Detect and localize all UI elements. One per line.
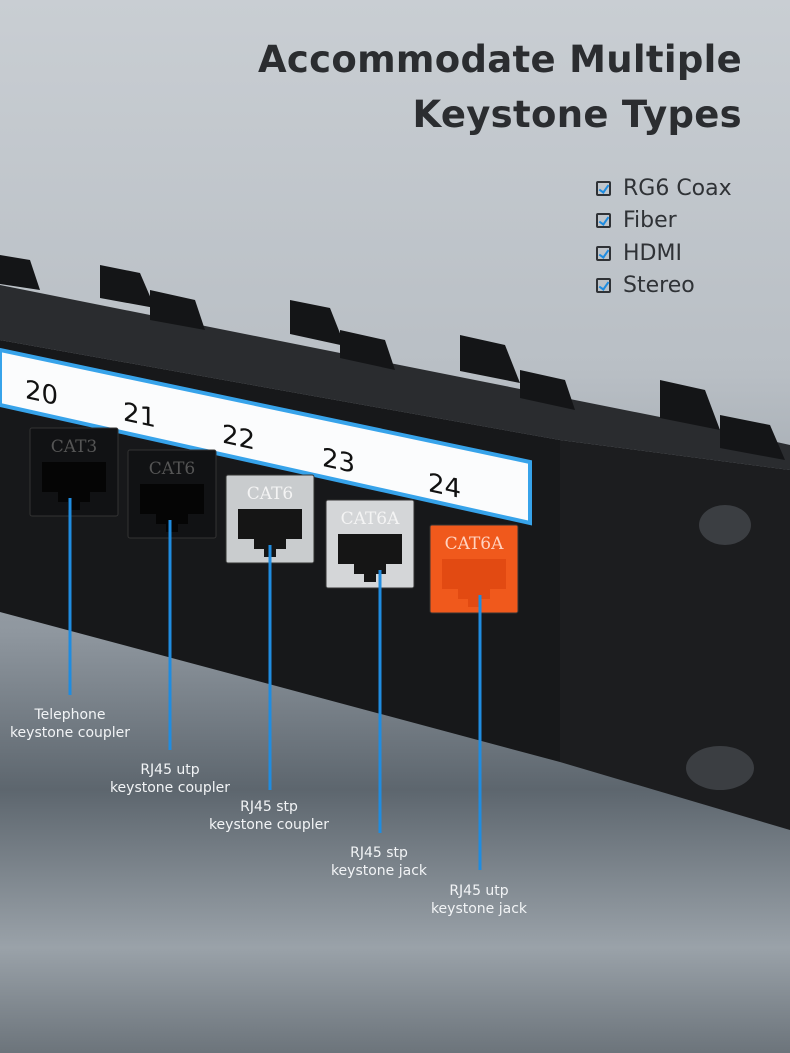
- feature-item: Fiber: [596, 205, 732, 238]
- headline-line-2: Keystone Types: [412, 93, 742, 136]
- callout-rj45-utp-jack: RJ45 utp keystone jack: [389, 882, 569, 918]
- callout-line: RJ45 utp: [449, 883, 509, 899]
- port-number: 21: [123, 398, 156, 435]
- callout-rj45-stp-coupler: RJ45 stp keystone coupler: [179, 798, 359, 834]
- feature-item: HDMI: [596, 237, 732, 270]
- callout-telephone-coupler: Telephone keystone coupler: [0, 706, 160, 742]
- keystone-label: CAT6: [149, 459, 196, 479]
- keystone-label: CAT6A: [445, 534, 505, 554]
- keystone-label: CAT6: [247, 484, 294, 504]
- callout-line: RJ45 stp: [350, 845, 408, 861]
- mount-hole: [686, 746, 754, 790]
- port-number: 20: [25, 375, 58, 412]
- rj45-jack-icon: [140, 484, 204, 532]
- headline-line-1: Accommodate Multiple: [257, 38, 742, 81]
- headline: Accommodate Multiple Keystone Types: [258, 32, 742, 142]
- port-number: 24: [428, 468, 461, 505]
- label-strip: [0, 347, 532, 526]
- callout-line: keystone jack: [330, 863, 428, 879]
- rj45-jack-icon: [442, 559, 506, 607]
- cable-clips: [0, 255, 785, 460]
- callout-line: keystone coupler: [109, 780, 231, 796]
- checkbox-checked-icon: [596, 245, 611, 261]
- feature-label: Stereo: [623, 273, 695, 299]
- port-number: 22: [222, 420, 255, 457]
- checkbox-checked-icon: [596, 278, 611, 294]
- rack-ear: [560, 440, 790, 830]
- feature-item: RG6 Coax: [596, 172, 732, 205]
- callout-line: Telephone: [34, 707, 106, 723]
- feature-label: RG6 Coax: [623, 175, 732, 201]
- feature-label: Fiber: [623, 208, 677, 234]
- port-number: 23: [322, 443, 355, 480]
- feature-label: HDMI: [623, 240, 682, 266]
- rj45-jack-icon: [238, 509, 302, 557]
- rj45-jack-icon: [338, 534, 402, 582]
- panel-top-face: [0, 285, 790, 470]
- feature-checklist: RG6 Coax Fiber HDMI Stereo: [596, 172, 732, 302]
- callout-rj45-utp-coupler: RJ45 utp keystone coupler: [80, 761, 260, 797]
- keystone-label: CAT3: [51, 437, 98, 457]
- keystone-label: CAT6A: [341, 509, 401, 529]
- feature-item: Stereo: [596, 270, 732, 303]
- callout-line: RJ45 stp: [240, 799, 298, 815]
- callout-line: keystone coupler: [9, 725, 131, 741]
- callout-line: keystone coupler: [208, 817, 330, 833]
- callout-line: RJ45 utp: [140, 762, 200, 778]
- callout-rj45-stp-jack: RJ45 stp keystone jack: [289, 844, 469, 880]
- rj45-jack-icon: [42, 462, 106, 510]
- checkbox-checked-icon: [596, 180, 611, 196]
- checkbox-checked-icon: [596, 213, 611, 229]
- callout-line: keystone jack: [430, 901, 528, 917]
- mount-hole: [699, 505, 751, 545]
